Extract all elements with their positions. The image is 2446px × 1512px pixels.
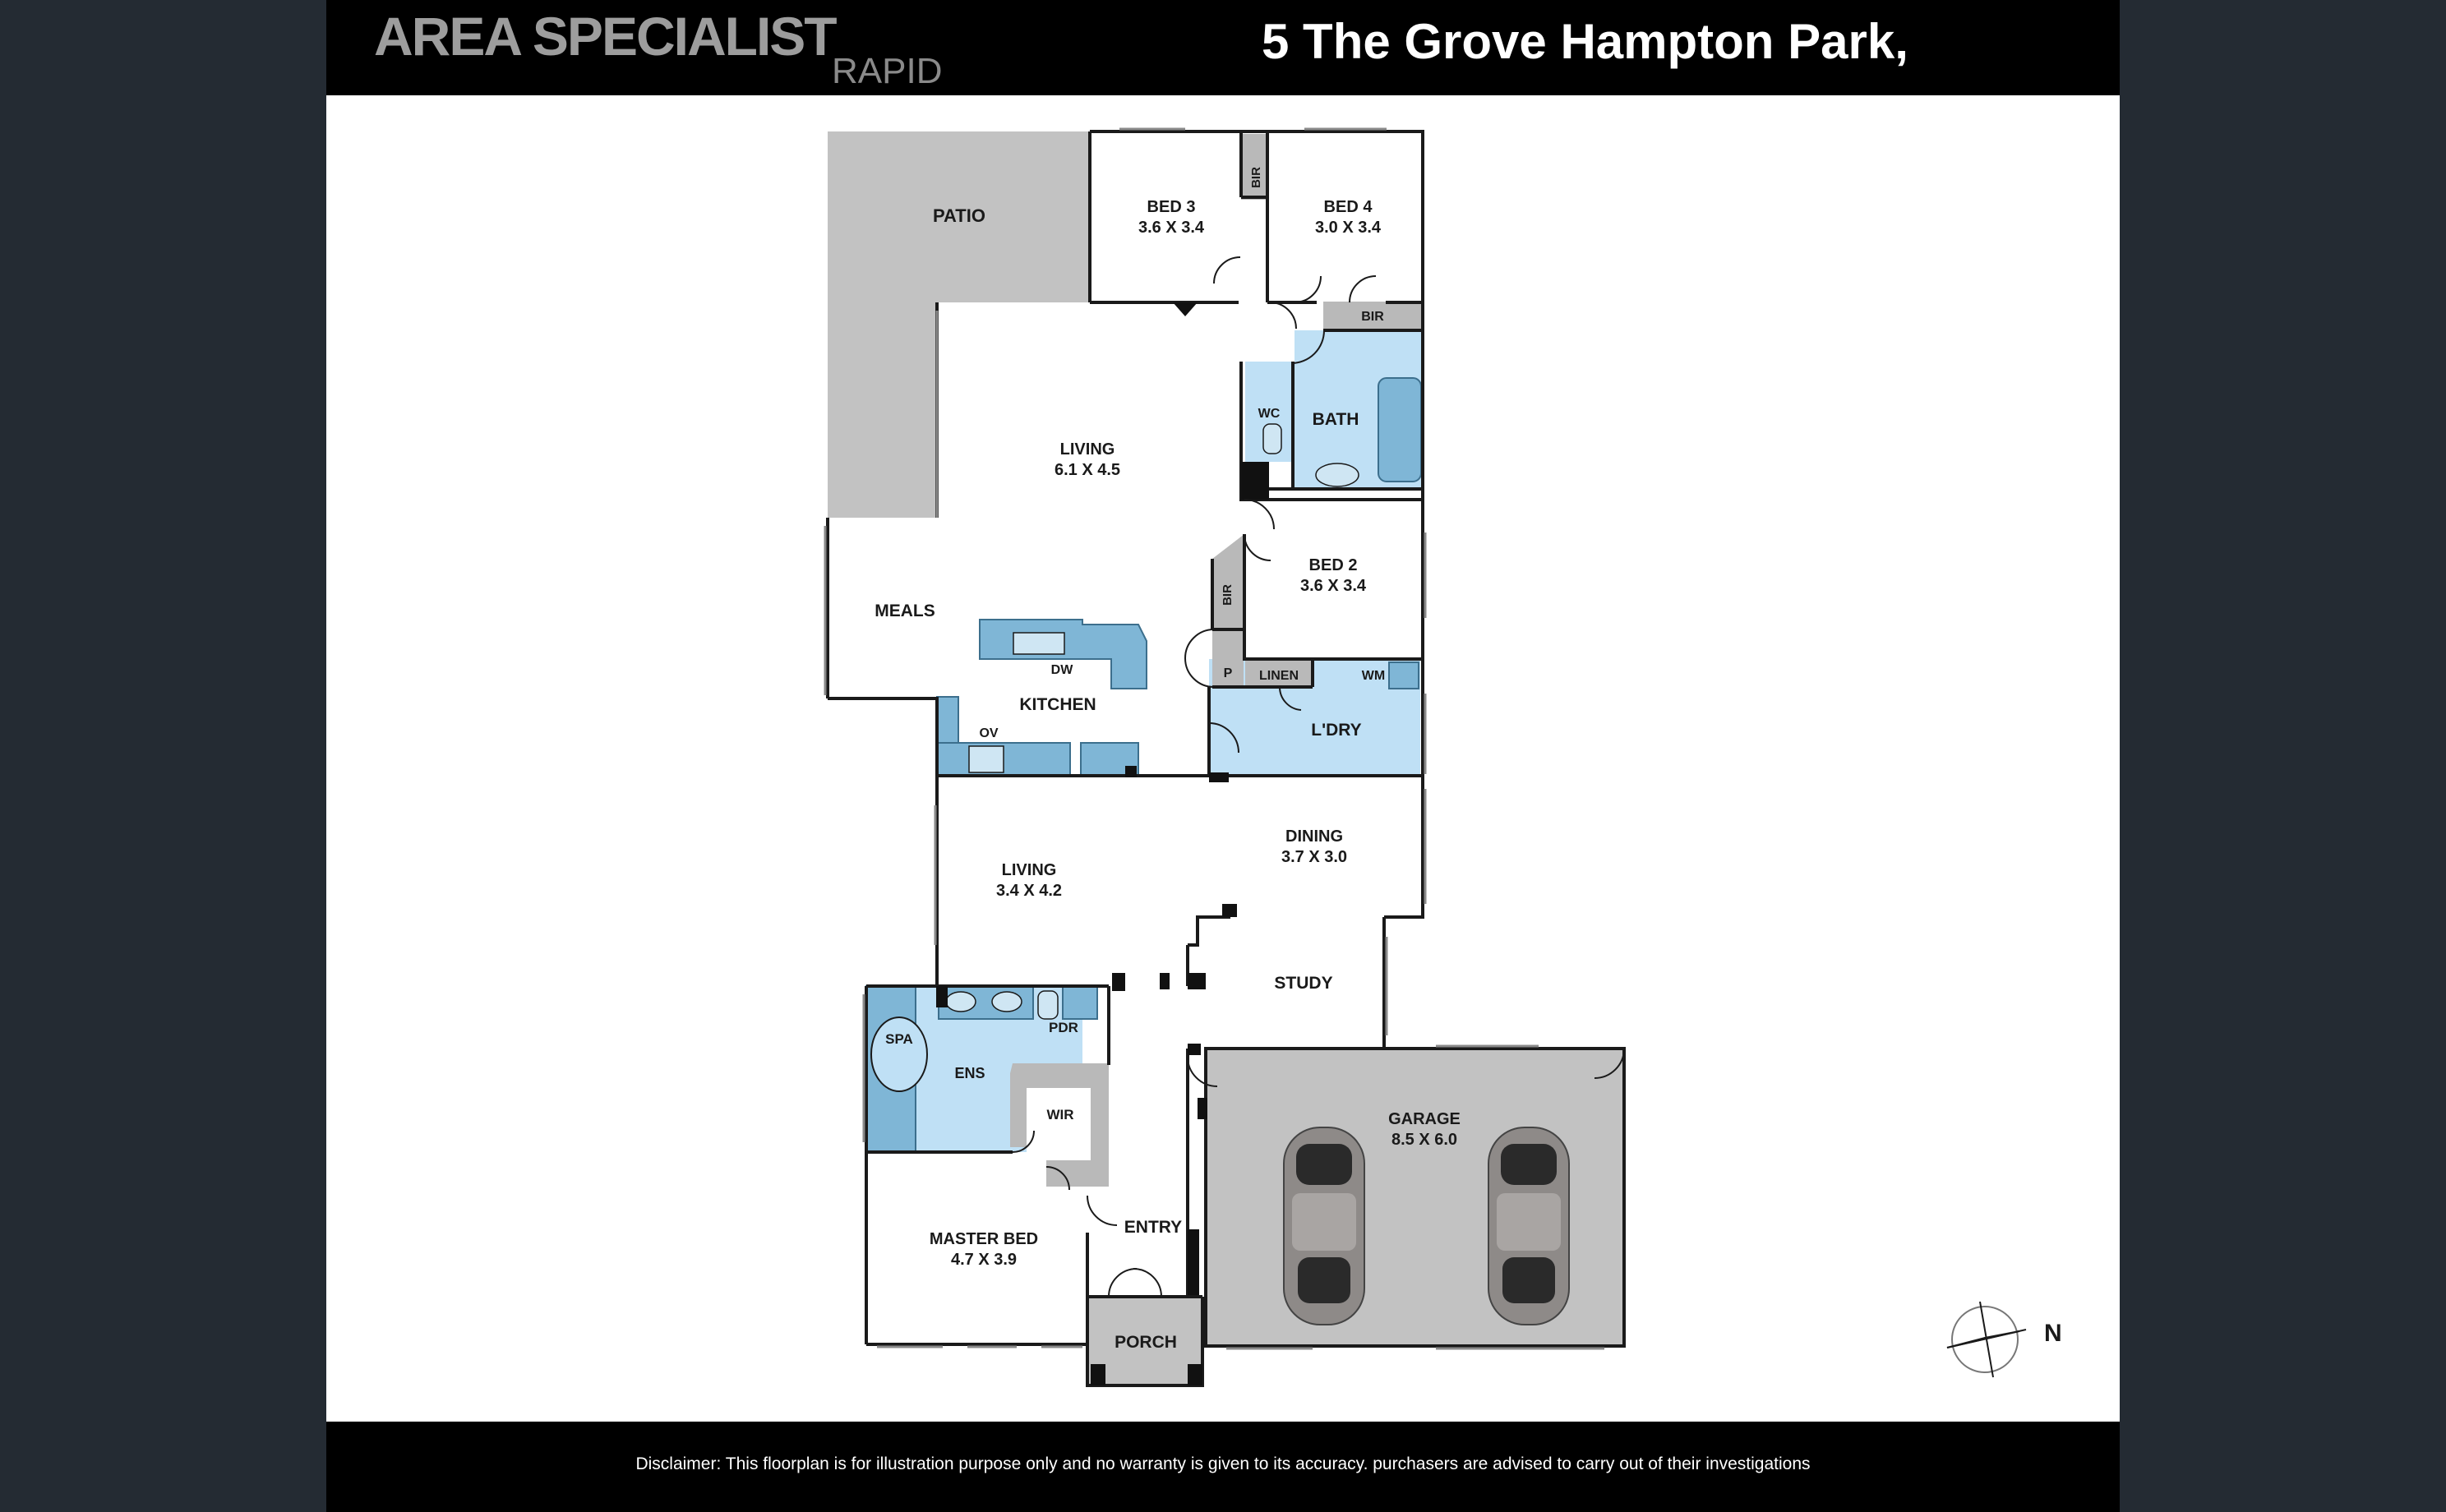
bir-bed2 <box>1212 534 1244 628</box>
label-pantry: P <box>1224 666 1233 680</box>
label-wir: WIR <box>1046 1107 1073 1122</box>
doors <box>1012 256 1625 1298</box>
patio-area <box>828 131 1090 518</box>
label-laundry: L'DRY <box>1311 721 1361 740</box>
laundry-area <box>1209 659 1420 776</box>
label-porch: PORCH <box>1115 1333 1177 1352</box>
brand-sub-logo: RAPID <box>832 51 943 91</box>
label-living2-size: 3.4 X 4.2 <box>996 882 1062 900</box>
wc-toilet <box>1262 423 1282 454</box>
label-ov: OV <box>979 726 998 740</box>
label-living: LIVING <box>1060 440 1115 459</box>
label-bed2: BED 2 <box>1309 556 1358 574</box>
label-master-bed-size: 4.7 X 3.9 <box>951 1251 1017 1269</box>
label-bed4-size: 3.0 X 3.4 <box>1315 219 1382 237</box>
label-kitchen: KITCHEN <box>1019 695 1096 714</box>
porch-area <box>1087 1297 1202 1385</box>
compass-north-label: N <box>2044 1320 2062 1347</box>
label-meals: MEALS <box>875 602 935 620</box>
footer-bar: Disclaimer: This floorplan is for illust… <box>326 1422 2120 1512</box>
car-right <box>1488 1127 1570 1325</box>
cooktop <box>968 745 1004 773</box>
label-garage: GARAGE <box>1388 1110 1461 1128</box>
label-bir-bed2: BIR <box>1221 584 1235 606</box>
label-master-bed: MASTER BED <box>930 1230 1038 1248</box>
compass-icon <box>1946 1301 2027 1378</box>
windows <box>824 127 1604 1350</box>
pantry <box>1212 629 1244 687</box>
bir-bed3 <box>1241 134 1267 200</box>
header-bar: AREA SPECIALIST RAPID 5 The Grove Hampto… <box>326 0 2120 95</box>
vanity-basin-right <box>991 991 1022 1012</box>
label-garage-size: 8.5 X 6.0 <box>1391 1131 1457 1149</box>
label-study: STUDY <box>1274 974 1332 993</box>
label-entry: ENTRY <box>1124 1218 1182 1237</box>
label-living2: LIVING <box>1002 861 1057 879</box>
label-bed3-size: 3.6 X 3.4 <box>1138 219 1205 237</box>
spa-tub <box>870 1016 928 1092</box>
label-linen: LINEN <box>1259 669 1299 683</box>
columns <box>936 302 1269 1385</box>
label-bed3: BED 3 <box>1147 198 1196 216</box>
label-bed2-size: 3.6 X 3.4 <box>1300 577 1367 595</box>
walls <box>826 130 1626 1387</box>
label-patio: PATIO <box>933 205 985 226</box>
car-left <box>1283 1127 1365 1325</box>
brand-logo: AREA SPECIALIST <box>374 6 838 67</box>
label-bir-bed4: BIR <box>1361 310 1384 324</box>
pdr-toilet <box>1037 990 1059 1020</box>
wir-inner <box>1027 1088 1091 1160</box>
label-bir-bed3: BIR <box>1249 167 1263 188</box>
label-wm: WM <box>1362 669 1385 683</box>
label-ens: ENS <box>954 1065 985 1081</box>
label-bed4: BED 4 <box>1324 198 1373 216</box>
label-living-size: 6.1 X 4.5 <box>1055 461 1120 479</box>
label-dining: DINING <box>1285 827 1343 846</box>
linen-cupboard <box>1245 661 1313 687</box>
label-bath: BATH <box>1313 410 1359 429</box>
floor-plan: PATIO BED 3 3.6 X 3.4 BIR BED 4 3.0 X 3.… <box>824 127 2062 1387</box>
kitchen-sink <box>1013 632 1065 655</box>
label-pdr: PDR <box>1049 1020 1078 1035</box>
bath-basin <box>1315 463 1359 487</box>
laundry-tub <box>1388 662 1419 689</box>
label-dining-size: 3.7 X 3.0 <box>1281 848 1347 866</box>
property-address: 5 The Grove Hampton Park, <box>1262 14 1908 69</box>
label-spa: SPA <box>885 1031 913 1047</box>
disclaimer-text: Disclaimer: This floorplan is for illust… <box>635 1454 1811 1473</box>
label-dw: DW <box>1051 663 1074 677</box>
vanity-basin-left <box>945 991 976 1012</box>
bir-bed4 <box>1323 302 1422 330</box>
bathtub <box>1378 377 1422 482</box>
label-wc: WC <box>1258 407 1281 421</box>
pdr-basin <box>1062 985 1098 1020</box>
floorplan-sheet: AREA SPECIALIST RAPID 5 The Grove Hampto… <box>326 0 2120 1512</box>
